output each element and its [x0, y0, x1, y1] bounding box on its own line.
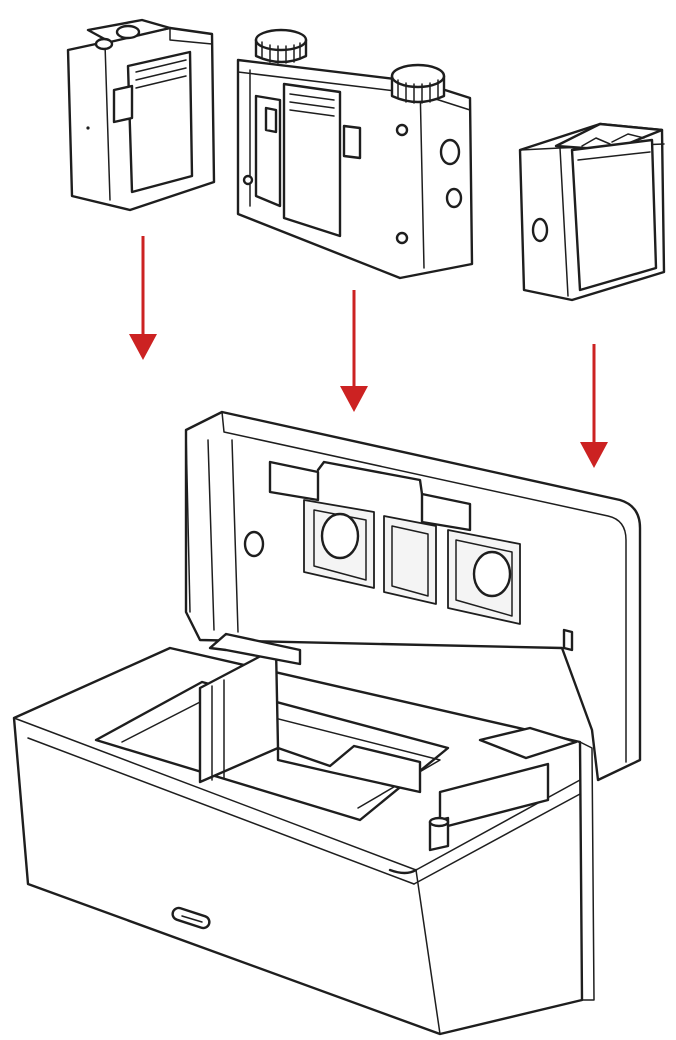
belt-clip-left	[126, 50, 194, 194]
charging-case	[12, 410, 642, 1036]
belt-clip-right	[570, 138, 658, 292]
right-arrow	[580, 344, 608, 468]
lid-pocket-center	[383, 515, 437, 605]
port-icon	[531, 217, 549, 243]
right-transmitter	[518, 122, 666, 302]
receiver	[236, 28, 474, 280]
belt-clip-receiver	[282, 82, 342, 238]
center-arrow	[340, 290, 368, 412]
port-icon	[439, 138, 461, 166]
left-arrow	[129, 236, 157, 360]
left-knob	[254, 28, 308, 52]
right-knob	[390, 63, 446, 89]
case-base	[12, 646, 584, 1036]
left-transmitter	[66, 18, 216, 212]
